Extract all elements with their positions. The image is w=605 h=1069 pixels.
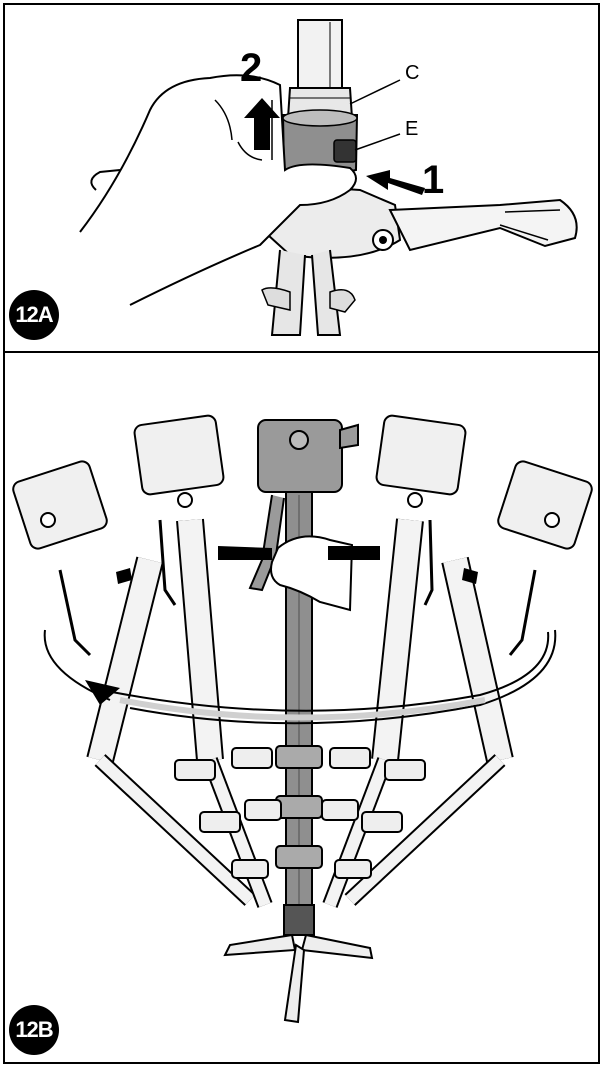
base-feet [225, 935, 372, 1022]
monopod-left [134, 415, 265, 905]
panel-label-12b: 12B [9, 1005, 59, 1055]
tilt-bar-left [218, 546, 272, 560]
release-button-e [334, 140, 356, 162]
tilt-bar-right [328, 546, 380, 560]
step-number-2: 2 [240, 48, 262, 88]
part-label-e: E [405, 118, 418, 140]
upper-leg-section [298, 20, 342, 92]
panel-label-12a: 12A [9, 290, 59, 340]
panel-12b-illustration [11, 415, 594, 1022]
step-number-1: 1 [422, 160, 444, 200]
foot-arm-right [390, 200, 577, 250]
part-label-c: C [405, 62, 419, 84]
panel-12a-illustration [80, 20, 577, 335]
arrow-left-icon [366, 170, 425, 195]
